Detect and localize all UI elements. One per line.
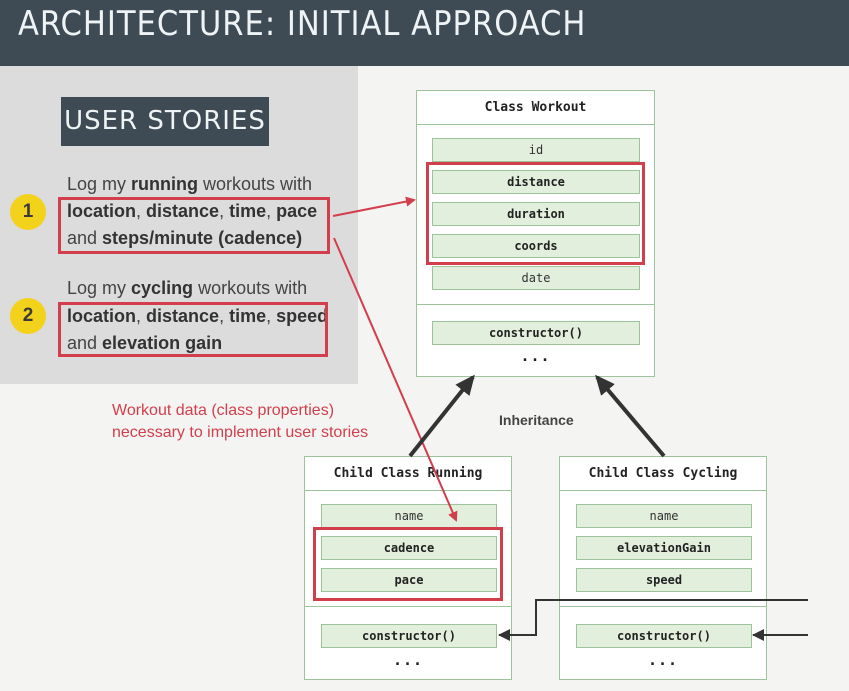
workout-prop-date: date (432, 266, 640, 290)
class-running-method-divider (305, 606, 511, 607)
cycling-prop-name: name (576, 504, 752, 528)
story-1-line-3: and steps/minute (cadence) (67, 228, 303, 248)
running-prop-pace: pace (321, 568, 497, 592)
class-running-title-divider (305, 490, 511, 491)
header-bar: ARCHITECTURE: INITIAL APPROACH (0, 0, 849, 66)
class-running-box: Child Class Running name cadence pace co… (304, 456, 512, 680)
cycling-more-ellipsis: ... (647, 651, 679, 669)
story-to-running-arrow (333, 237, 458, 522)
story-to-workout-arrow (332, 196, 416, 217)
workout-prop-id: id (432, 138, 640, 162)
workout-prop-distance: distance (432, 170, 640, 194)
story-2-line-2: location, distance, time, speed (67, 306, 329, 326)
story-2-line-1: Log my cycling workouts with (67, 278, 308, 298)
cycling-prop-speed: speed (576, 568, 752, 592)
note-line-1: Workout data (class properties) (112, 402, 335, 419)
workout-props-highlight (426, 162, 645, 265)
class-workout-title: Class Workout (484, 100, 587, 115)
class-cycling-box: Child Class Cycling name elevationGain s… (559, 456, 767, 680)
page-title: ARCHITECTURE: INITIAL APPROACH (18, 4, 587, 44)
inheritance-label: Inheritance (499, 412, 574, 428)
cycling-prop-elevationgain: elevationGain (576, 536, 752, 560)
class-cycling-title: Child Class Cycling (588, 466, 738, 481)
workout-method-constructor: constructor() (432, 321, 640, 345)
external-call-running-arrow (498, 599, 808, 641)
cycling-inheritance-arrow (595, 374, 666, 458)
running-more-ellipsis: ... (392, 651, 424, 669)
story-1-badge: 1 (10, 194, 46, 230)
class-workout-method-divider (417, 304, 654, 305)
story-2-badge: 2 (10, 298, 46, 334)
running-props-highlight (313, 527, 503, 601)
running-inheritance-arrow (408, 374, 475, 458)
class-running-title: Child Class Running (333, 466, 483, 481)
workout-prop-coords: coords (432, 234, 640, 258)
workout-prop-duration: duration (432, 202, 640, 226)
class-cycling-title-divider (560, 490, 766, 491)
workout-more-ellipsis: ... (520, 347, 551, 365)
story-2-highlight (58, 302, 328, 357)
class-workout-box: Class Workout id distance duration coord… (416, 90, 655, 377)
running-method-constructor: constructor() (321, 624, 497, 648)
story-1-line-2: location, distance, time, pace (67, 201, 318, 221)
class-workout-title-divider (417, 124, 654, 125)
note-line-2: necessary to implement user stories (112, 424, 369, 441)
workout-data-note: Workout data (class properties) necessar… (112, 400, 368, 444)
story-1-line-1: Log my running workouts with (67, 174, 313, 194)
user-stories-heading: USER STORIES (61, 97, 269, 146)
story-1-highlight (58, 197, 330, 254)
class-cycling-method-divider (560, 606, 766, 607)
running-prop-cadence: cadence (321, 536, 497, 560)
cycling-method-constructor: constructor() (576, 624, 752, 648)
story-2-line-3: and elevation gain (67, 333, 223, 353)
